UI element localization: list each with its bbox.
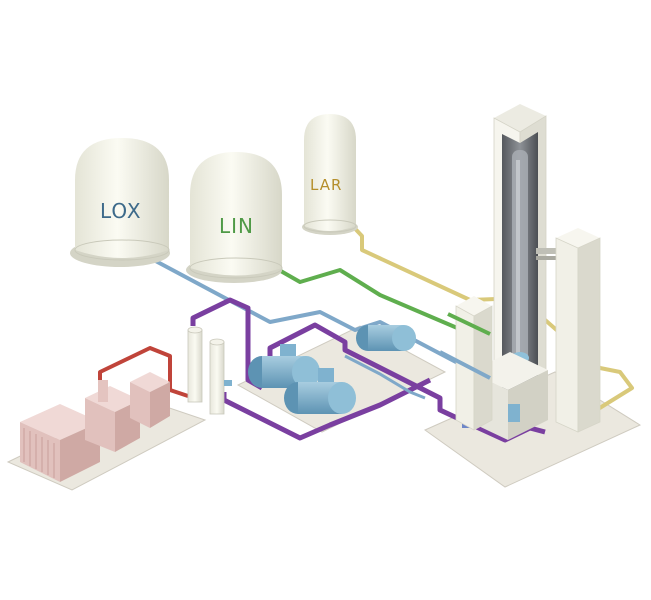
cold-box-column: [493, 104, 560, 415]
left-heat-exchanger: [455, 296, 493, 431]
lar-tank: LAR: [302, 114, 358, 235]
air-pipe-middle: [267, 322, 472, 427]
feed-pipe: [344, 354, 426, 400]
nitrogen-pipe: [271, 264, 491, 344]
lar-tank-label: LAR: [310, 176, 342, 194]
oxygen-pipe-front: [439, 350, 491, 380]
heat-pipe: [98, 346, 189, 398]
air-pipe-upper: [190, 297, 264, 391]
nitrogen-pipe-front: [447, 312, 491, 336]
air-compressors: [248, 325, 416, 414]
lox-tank-label: LOX: [100, 199, 142, 223]
lin-tank: LIN: [186, 152, 283, 283]
generator-unit: [20, 372, 170, 482]
lin-tank-label: LIN: [219, 214, 254, 238]
right-heat-exchanger: [555, 228, 601, 433]
lox-tank: LOX: [70, 138, 170, 267]
aftercooler-vessels: [187, 326, 232, 415]
